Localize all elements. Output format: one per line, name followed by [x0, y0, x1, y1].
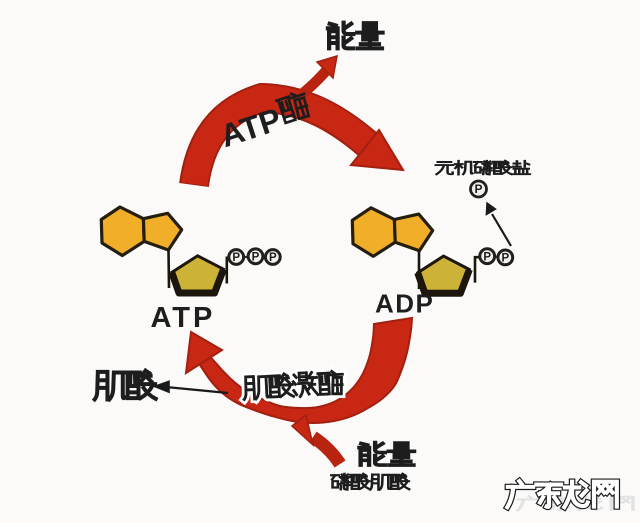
svg-text:P: P: [474, 182, 482, 196]
svg-text:ADP: ADP: [375, 289, 434, 319]
svg-text:ATP: ATP: [151, 302, 216, 334]
